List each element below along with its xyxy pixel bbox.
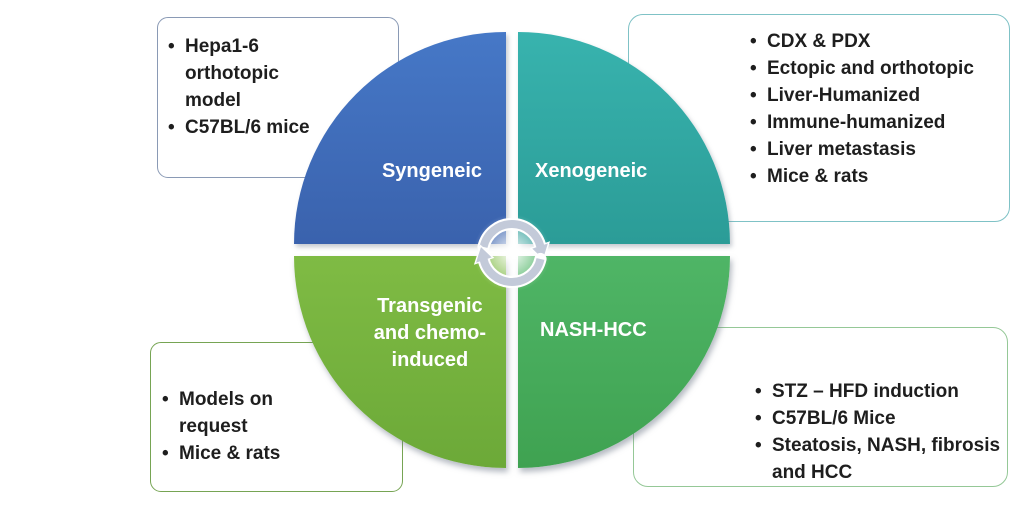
- quadrant-label-xenogeneic: Xenogeneic: [535, 160, 648, 182]
- list-item: Liver-Humanized: [749, 82, 1009, 109]
- list-item: STZ – HFD induction: [754, 378, 1007, 405]
- quadrant-label-transgenic: Transgenic and chemo- induced: [373, 295, 486, 371]
- quadrant-label-syngeneic: Syngeneic: [381, 160, 482, 182]
- quadrant-label-nash-hcc: NASH-HCC: [540, 319, 647, 341]
- quadrant-wheel: Syngeneic Xenogeneic Transgenic and chem…: [294, 32, 730, 468]
- cycle-arrow-bottom: [473, 244, 547, 289]
- callout-transgenic-list: Models on requestMice & rats: [161, 386, 402, 467]
- callout-nash-hcc-list: STZ – HFD inductionC57BL/6 MiceSteatosis…: [754, 378, 1007, 486]
- list-item: Hepa1-6 orthotopic model: [167, 33, 327, 114]
- list-item: Ectopic and orthotopic: [749, 55, 1009, 82]
- list-item: Mice & rats: [161, 440, 299, 467]
- cycle-arrows-icon: [473, 217, 551, 289]
- list-item: Mice & rats: [749, 163, 1009, 190]
- list-item: Models on request: [161, 386, 299, 440]
- callout-xenogeneic-list: CDX & PDXEctopic and orthotopicLiver-Hum…: [749, 28, 1009, 190]
- list-item: CDX & PDX: [749, 28, 1009, 55]
- list-item: C57BL/6 Mice: [754, 405, 1007, 432]
- cycle-arrow-top: [477, 217, 551, 262]
- list-item: Immune-humanized: [749, 109, 1009, 136]
- callout-syngeneic-list: Hepa1-6 orthotopic modelC57BL/6 mice: [167, 33, 398, 141]
- list-item: Liver metastasis: [749, 136, 1009, 163]
- list-item: Steatosis, NASH, fibrosis and HCC: [754, 432, 1007, 486]
- list-item: C57BL/6 mice: [167, 114, 327, 141]
